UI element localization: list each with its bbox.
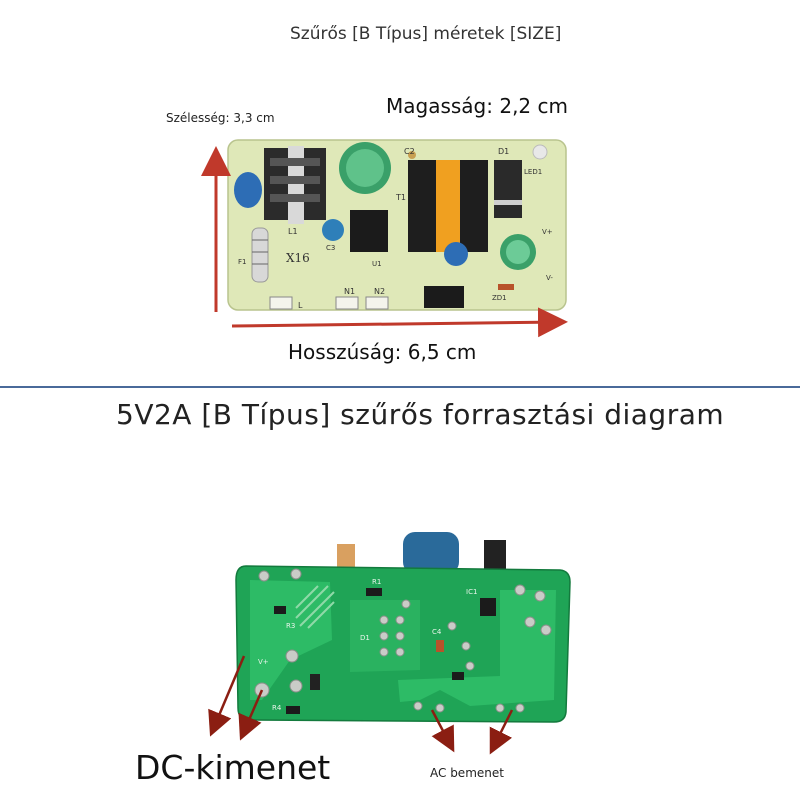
label-r3: R3 (286, 622, 295, 630)
label-n1: N1 (344, 287, 355, 296)
label-l1: L1 (288, 227, 298, 236)
u1-ic (350, 210, 388, 252)
label-c4: C4 (432, 628, 442, 636)
label-t1: T1 (395, 193, 406, 202)
label-vminus: V- (546, 274, 553, 282)
label-n2: N2 (374, 287, 385, 296)
dc-output-label: DC-kimenet (135, 748, 331, 787)
label-f1: F1 (238, 258, 246, 266)
label-ic: IC1 (466, 588, 477, 596)
c3-capacitor (322, 219, 344, 241)
top-pcb-board: L1 C2 T1 D1 LED1 F1 X16 C3 U1 V+ V- ZD1 … (227, 139, 567, 311)
label-r4: R4 (272, 704, 282, 712)
label-u1: U1 (372, 260, 382, 268)
bottom-pcb-board: R1 R3 D1 C4 R4 V+ IC1 (235, 532, 571, 723)
bridge-rectifier (424, 286, 464, 308)
dc-arrow-2 (238, 689, 264, 741)
size-caption: Szűrős [B Típus] méretek [SIZE] (290, 24, 562, 44)
label-vplus-bottom: V+ (258, 658, 269, 666)
label-r1: R1 (372, 578, 381, 586)
blue-capacitor-2 (444, 242, 468, 266)
dc-arrow-1 (208, 655, 246, 737)
blue-capacitor-1 (234, 172, 262, 208)
zd1-zener (498, 284, 514, 290)
solder-diagram-title: 5V2A [B Típus] szűrős forrasztási diagra… (116, 398, 725, 431)
label-d1-bottom: D1 (360, 634, 370, 642)
led1 (532, 144, 548, 160)
label-c2: C2 (404, 147, 415, 156)
label-led1: LED1 (524, 168, 542, 176)
ac-arrow-1 (430, 709, 455, 753)
section-divider (0, 386, 800, 388)
label-x16: X16 (286, 251, 310, 265)
f1-fuse (251, 227, 269, 283)
label-d1: D1 (498, 147, 509, 156)
ac-arrow-2 (489, 709, 514, 755)
label-zd1: ZD1 (492, 294, 507, 302)
d1-diode (494, 160, 522, 218)
height-label: Magasság: 2,2 cm (386, 94, 568, 118)
ac-input-label: AC bemenet (430, 766, 504, 780)
label-vplus: V+ (542, 228, 553, 236)
label-l: L (298, 301, 303, 310)
length-label: Hosszúság: 6,5 cm (288, 340, 477, 364)
width-label: Szélesség: 3,3 cm (166, 111, 275, 125)
length-arrow (231, 307, 568, 338)
label-c3: C3 (326, 244, 335, 252)
